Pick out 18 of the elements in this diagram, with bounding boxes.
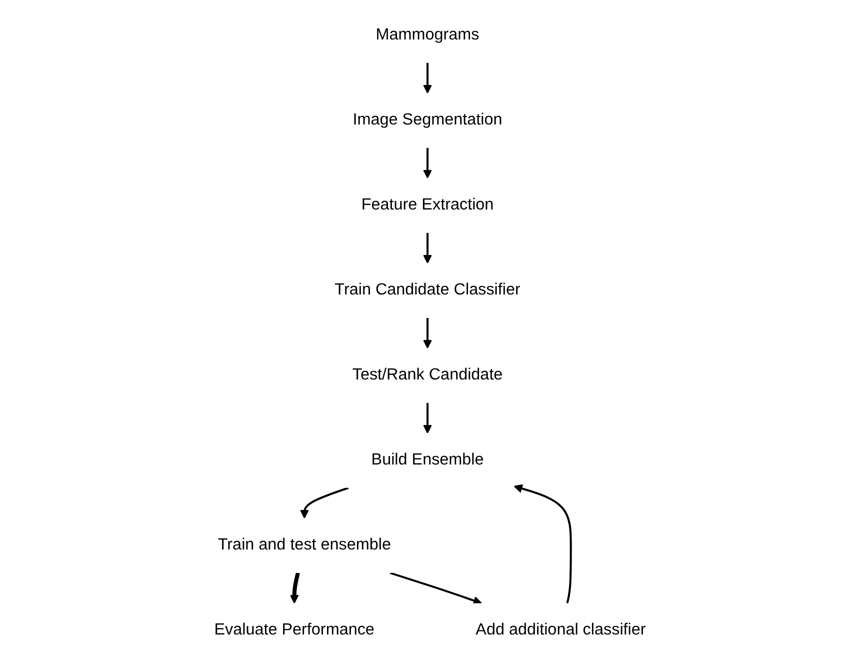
- node-text: Mammograms: [376, 26, 480, 44]
- arrow: [290, 572, 300, 604]
- node-text: Train and test ensemble: [218, 536, 392, 554]
- arrow: [423, 318, 432, 349]
- arrow: [423, 232, 432, 264]
- node-text: Build Ensemble: [371, 451, 484, 469]
- node-text: Train Candidate Classifier: [334, 281, 520, 299]
- node-text: Image Segmentation: [352, 111, 502, 129]
- node-text: Feature Extraction: [361, 196, 494, 214]
- arrow: [423, 402, 432, 434]
- node-text: Test/Rank Candidate: [352, 366, 503, 384]
- arrow: [390, 572, 482, 605]
- node-text: Evaluate Performance: [214, 621, 374, 639]
- arrow: [423, 148, 432, 179]
- arrow: [423, 62, 432, 94]
- arrow: [514, 484, 572, 604]
- arrow: [300, 486, 349, 519]
- node-text: Add additional classifier: [476, 621, 646, 639]
